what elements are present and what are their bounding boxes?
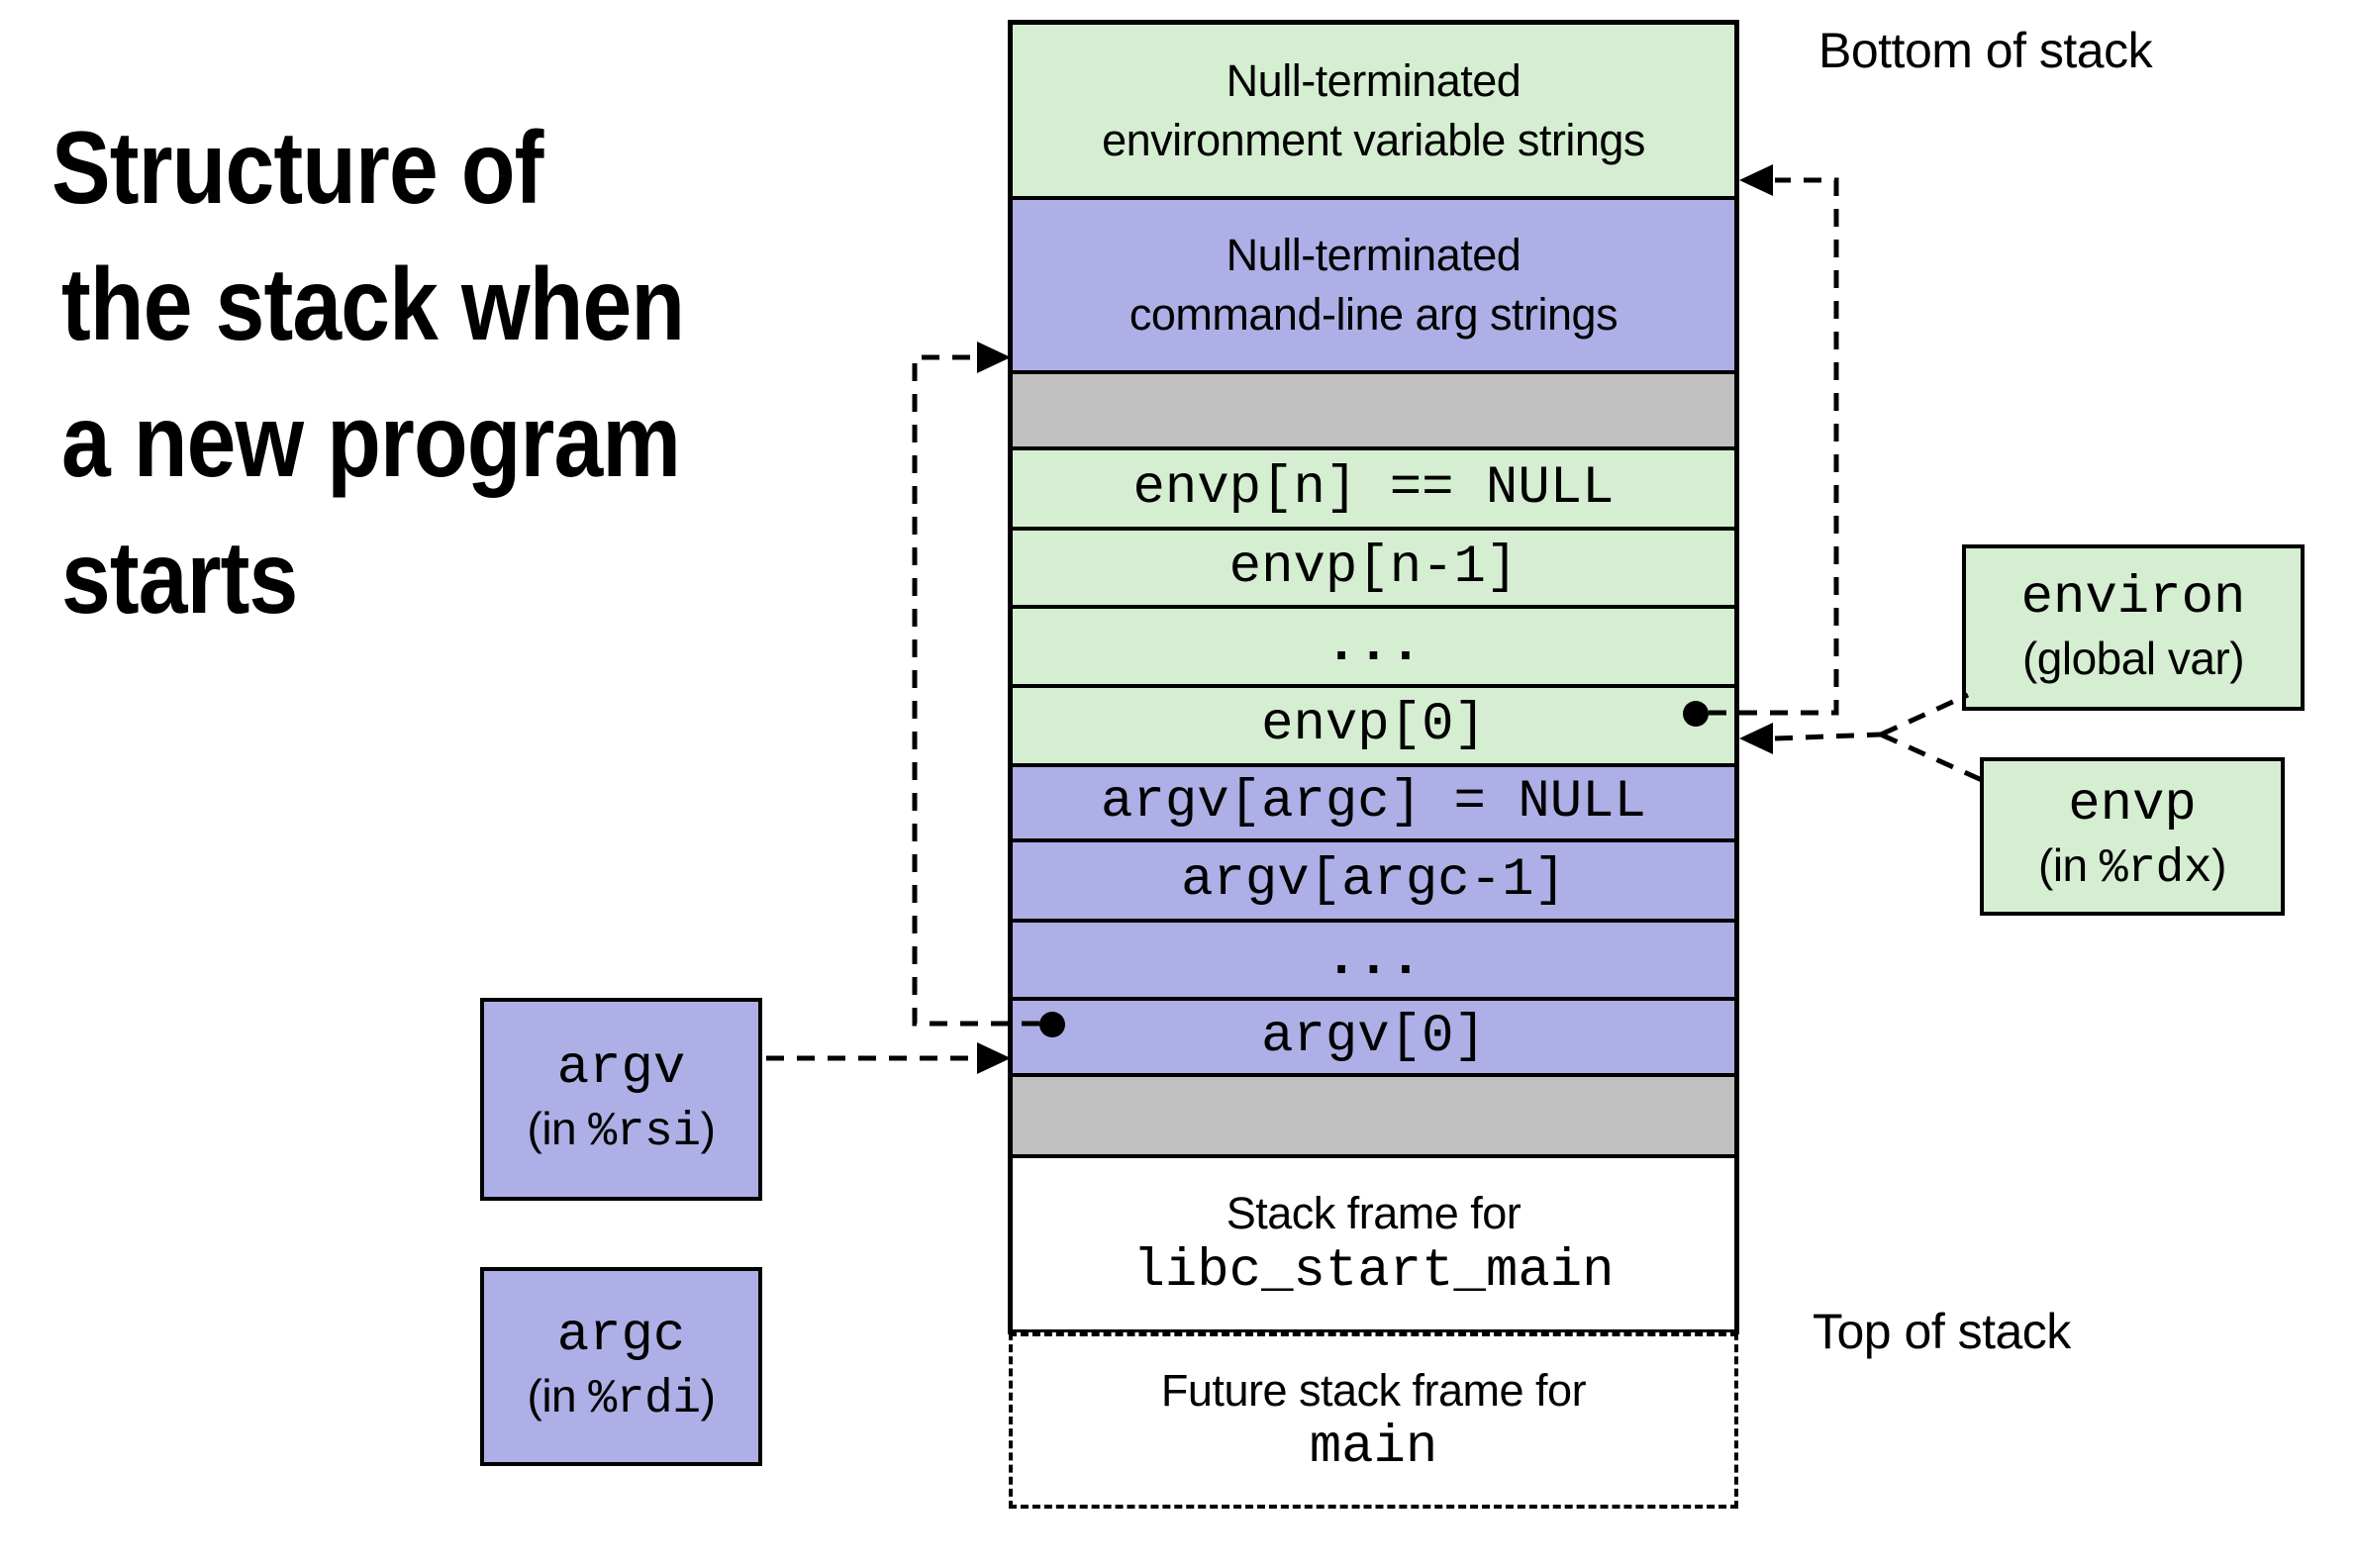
stack-row-argv-argc-1: argv[argc-1] [1013, 842, 1734, 923]
arrowhead-into-arg-strings [977, 342, 1011, 373]
arrowhead-into-envp0 [1739, 723, 1773, 754]
arrowhead-into-argv0 [977, 1042, 1011, 1074]
page-title-line-2: the stack when [61, 247, 685, 362]
argv-box-to-argv0-connector [766, 1042, 1011, 1074]
envp-box-name: envp [2068, 775, 2197, 835]
stack-row-argv-argc: argv[argc] = NULL [1013, 767, 1734, 842]
stack-row-envp-ellipsis: ... [1013, 609, 1734, 688]
arrowhead-into-env-strings [1739, 164, 1773, 196]
argv-box: argv (in %rsi) [480, 998, 762, 1201]
envp-box: envp (in %rdx) [1980, 757, 2285, 916]
environ-box: environ (global var) [1962, 544, 2305, 711]
future-stack-frame: Future stack frame for main [1009, 1332, 1738, 1509]
stack-row-padding-bottom [1013, 1077, 1734, 1158]
libc-frame-caption: Stack frame for [1226, 1187, 1522, 1238]
stack-row-envp-n-1: envp[n-1] [1013, 531, 1734, 609]
stack-row-env-strings: Null-terminated environment variable str… [1013, 25, 1734, 200]
environ-envp-to-envp0-connector [1739, 692, 1984, 783]
stack-row-envp-n: envp[n] == NULL [1013, 450, 1734, 531]
environ-box-name: environ [2020, 568, 2246, 629]
page-title-line-1: Structure of [51, 111, 543, 226]
envp-box-sub: (in %rdx) [2038, 839, 2226, 896]
page-title-line-3: a new program [61, 384, 681, 499]
stack-row-argv-0: argv[0] [1013, 1001, 1734, 1077]
environ-box-sub: (global var) [2021, 633, 2245, 684]
top-of-stack-label: Top of stack [1813, 1304, 2071, 1359]
future-frame-function: main [1309, 1418, 1438, 1478]
argv-box-sub: (in %rsi) [527, 1102, 716, 1159]
argc-box-sub: (in %rdi) [527, 1369, 716, 1426]
stack-row-libc-frame: Stack frame for libc_start_main [1013, 1158, 1734, 1329]
stack-row-envp-0: envp[0] [1013, 688, 1734, 767]
argc-box: argc (in %rdi) [480, 1267, 762, 1466]
page-title-line-4: starts [61, 521, 298, 636]
stack-row-arg-strings: Null-terminated command-line arg strings [1013, 200, 1734, 374]
stack-row-padding-top [1013, 374, 1734, 450]
future-frame-caption: Future stack frame for [1160, 1365, 1587, 1416]
stack-row-argv-ellipsis: ... [1013, 923, 1734, 1001]
stack-diagram: Null-terminated environment variable str… [1008, 20, 1739, 1334]
argc-box-name: argc [556, 1305, 686, 1366]
argv-box-name: argv [556, 1037, 686, 1099]
bottom-of-stack-label: Bottom of stack [1818, 23, 2153, 78]
libc-frame-function: libc_start_main [1132, 1240, 1615, 1302]
